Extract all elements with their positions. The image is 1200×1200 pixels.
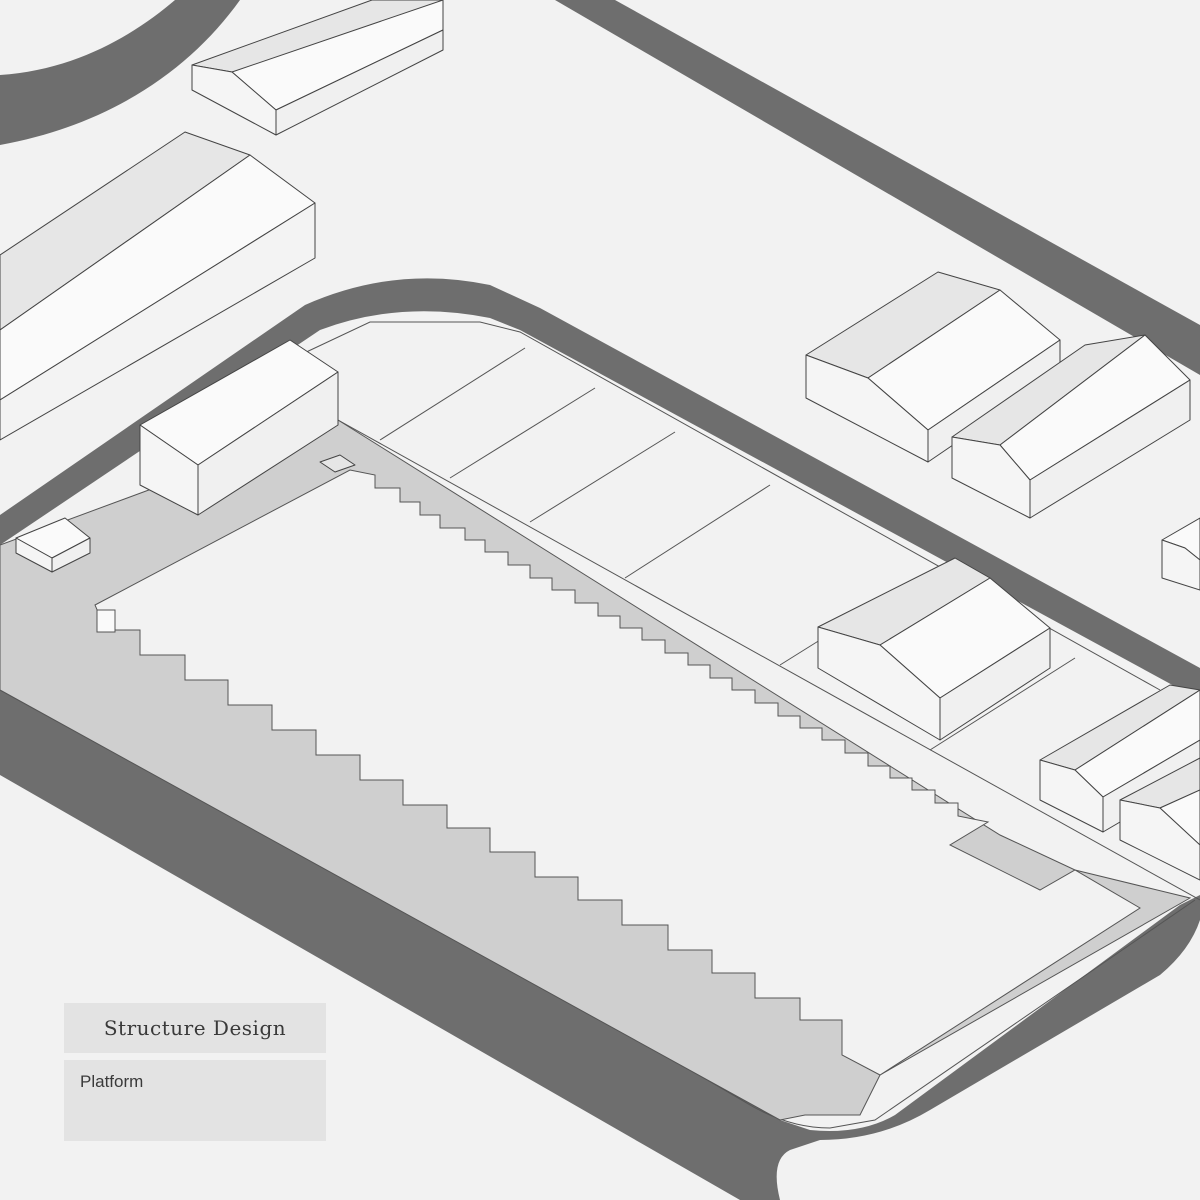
wall-side bbox=[51, 537, 91, 573]
wall-side bbox=[0, 202, 316, 441]
platform-inner-field bbox=[94, 469, 1141, 1076]
building-warehouse-right-b bbox=[951, 334, 1191, 519]
platform-step-marker bbox=[319, 454, 356, 473]
building-warehouse-top bbox=[191, 0, 444, 136]
building-warehouse-left bbox=[0, 131, 316, 441]
road-ring bbox=[0, 278, 1200, 1200]
sidewalk-top-edge bbox=[299, 321, 1161, 691]
parking-line-2 bbox=[449, 387, 596, 479]
building-warehouse-right-e bbox=[1119, 757, 1200, 881]
building-small-kiosk bbox=[15, 517, 91, 573]
sidewalk-lines bbox=[0, 321, 1196, 1129]
legend-label-platform: Platform bbox=[64, 1060, 326, 1141]
wall-front bbox=[1119, 799, 1200, 881]
road-diagonal-top-right bbox=[555, 0, 1200, 375]
wall bbox=[1161, 539, 1200, 591]
building-warehouse-right-c bbox=[817, 557, 1051, 741]
wall-side bbox=[197, 371, 339, 516]
parking-line-4 bbox=[624, 484, 771, 579]
platform-corner-marker bbox=[96, 609, 116, 633]
sidewalk-inner-edge bbox=[0, 664, 1196, 1129]
wall-side bbox=[939, 627, 1051, 741]
wall-side bbox=[275, 29, 444, 136]
parking-line-3 bbox=[529, 431, 676, 523]
wall-side bbox=[1029, 379, 1191, 519]
parking-line-6 bbox=[929, 657, 1076, 751]
road-curve-top-left bbox=[0, 0, 240, 145]
legend-title: Structure Design bbox=[64, 1003, 326, 1053]
legend-label-text: Platform bbox=[80, 1072, 144, 1091]
building-edge-right bbox=[1161, 517, 1200, 591]
parking-line-1 bbox=[379, 347, 526, 441]
parking-divider bbox=[337, 419, 1200, 901]
buildings bbox=[0, 0, 1200, 881]
building-block-platform bbox=[139, 339, 339, 516]
parking-line-5 bbox=[779, 639, 821, 666]
parking-lines bbox=[337, 347, 1200, 901]
